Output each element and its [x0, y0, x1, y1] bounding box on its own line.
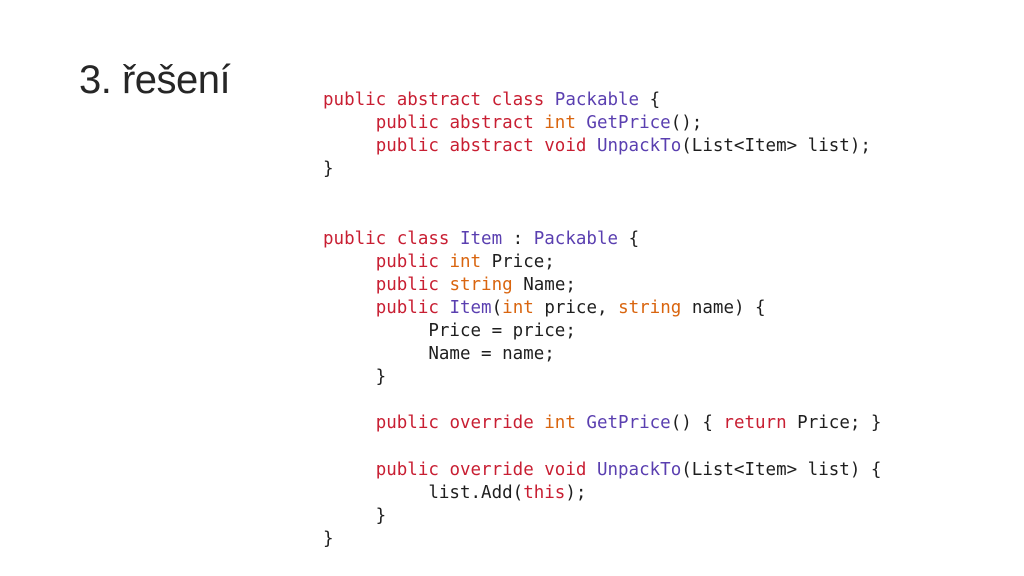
text-token — [323, 136, 376, 156]
code-line: Name = name; — [323, 343, 881, 366]
text-token: ); — [565, 482, 587, 503]
text-token: Name; — [523, 274, 576, 295]
keyword-token: public abstract void — [375, 136, 597, 157]
identifier-token: GetPrice — [586, 113, 671, 134]
type-token: string — [449, 274, 524, 295]
code-line: } — [323, 505, 881, 528]
keyword-token: public override void — [375, 459, 597, 480]
identifier-token: Packable — [533, 228, 619, 249]
code-block: public abstract class Packable { public … — [323, 89, 881, 551]
identifier-token: GetPrice — [586, 413, 671, 434]
text-token — [323, 252, 376, 272]
text-token: } — [323, 528, 334, 549]
text-token: (List<Item> list); — [681, 136, 871, 157]
text-token: Price; — [491, 251, 555, 272]
text-token: } — [323, 367, 387, 388]
text-token: Name = name; — [323, 344, 555, 365]
code-line — [323, 435, 881, 458]
code-line: public class Item : Packable { — [323, 228, 881, 251]
code-line: public abstract int GetPrice(); — [323, 112, 881, 135]
text-token: (); — [670, 113, 703, 134]
text-token — [323, 275, 376, 295]
code-line: public override void UnpackTo(List<Item>… — [323, 459, 882, 482]
type-token: int — [502, 297, 545, 318]
keyword-token: public override — [375, 413, 545, 434]
text-token: ( — [491, 297, 503, 318]
text-token: { — [639, 90, 661, 110]
code-line: public Item(int price, string name) { — [323, 297, 881, 320]
text-token: () { — [670, 413, 724, 434]
identifier-token: Item — [449, 297, 492, 318]
code-line: public override int GetPrice() { return … — [323, 412, 882, 435]
code-line: list.Add(this); — [323, 482, 881, 505]
type-token: int — [449, 251, 492, 272]
code-line: public abstract class Packable { — [323, 89, 881, 112]
code-line: Price = price; — [323, 320, 881, 343]
text-token: { — [618, 228, 640, 249]
keyword-token: this — [523, 482, 566, 503]
code-line: public abstract void UnpackTo(List<Item>… — [323, 135, 881, 158]
code-line: } — [323, 158, 881, 181]
keyword-token: public — [375, 274, 450, 295]
identifier-token: Item — [459, 228, 503, 249]
text-token — [323, 298, 376, 318]
text-token — [323, 113, 376, 133]
text-token: : — [502, 228, 534, 249]
text-token — [323, 413, 376, 433]
identifier-token: Packable — [554, 90, 640, 110]
code-line: public string Name; — [323, 274, 881, 297]
keyword-token: public — [375, 251, 450, 272]
keyword-token: public — [375, 297, 450, 318]
text-token: name) { — [691, 297, 766, 318]
code-line — [323, 181, 881, 204]
text-token: Price; } — [797, 413, 882, 434]
identifier-token: UnpackTo — [596, 459, 682, 480]
code-line: } — [323, 528, 881, 551]
keyword-token: public class — [323, 228, 460, 249]
text-token: } — [323, 159, 334, 180]
code-line: } — [323, 366, 881, 389]
text-token: } — [323, 505, 387, 526]
text-token: list.Add( — [323, 482, 524, 503]
slide-title: 3. řešení — [79, 58, 231, 102]
code-line — [323, 389, 881, 412]
type-token: int — [544, 113, 587, 134]
text-token: (List<Item> list) { — [681, 459, 882, 480]
keyword-token: public abstract — [375, 113, 545, 134]
text-token: Price = price; — [323, 320, 576, 341]
code-line — [323, 204, 881, 227]
keyword-token: return — [723, 413, 798, 434]
keyword-token: public abstract class — [323, 90, 555, 110]
identifier-token: UnpackTo — [596, 136, 682, 157]
text-token — [323, 460, 376, 480]
code-line: public int Price; — [323, 251, 881, 274]
type-token: int — [544, 413, 587, 434]
text-token: price, — [544, 297, 619, 318]
type-token: string — [618, 297, 692, 318]
